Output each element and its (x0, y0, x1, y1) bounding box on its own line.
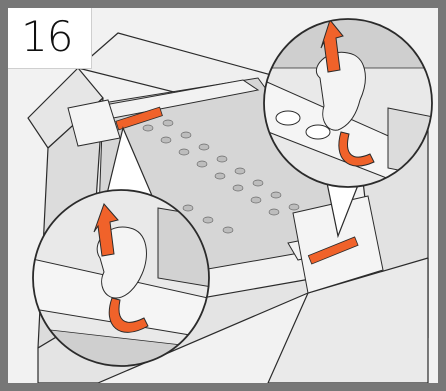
step-number: 16 (21, 14, 72, 60)
step-label: 16 (8, 8, 92, 69)
